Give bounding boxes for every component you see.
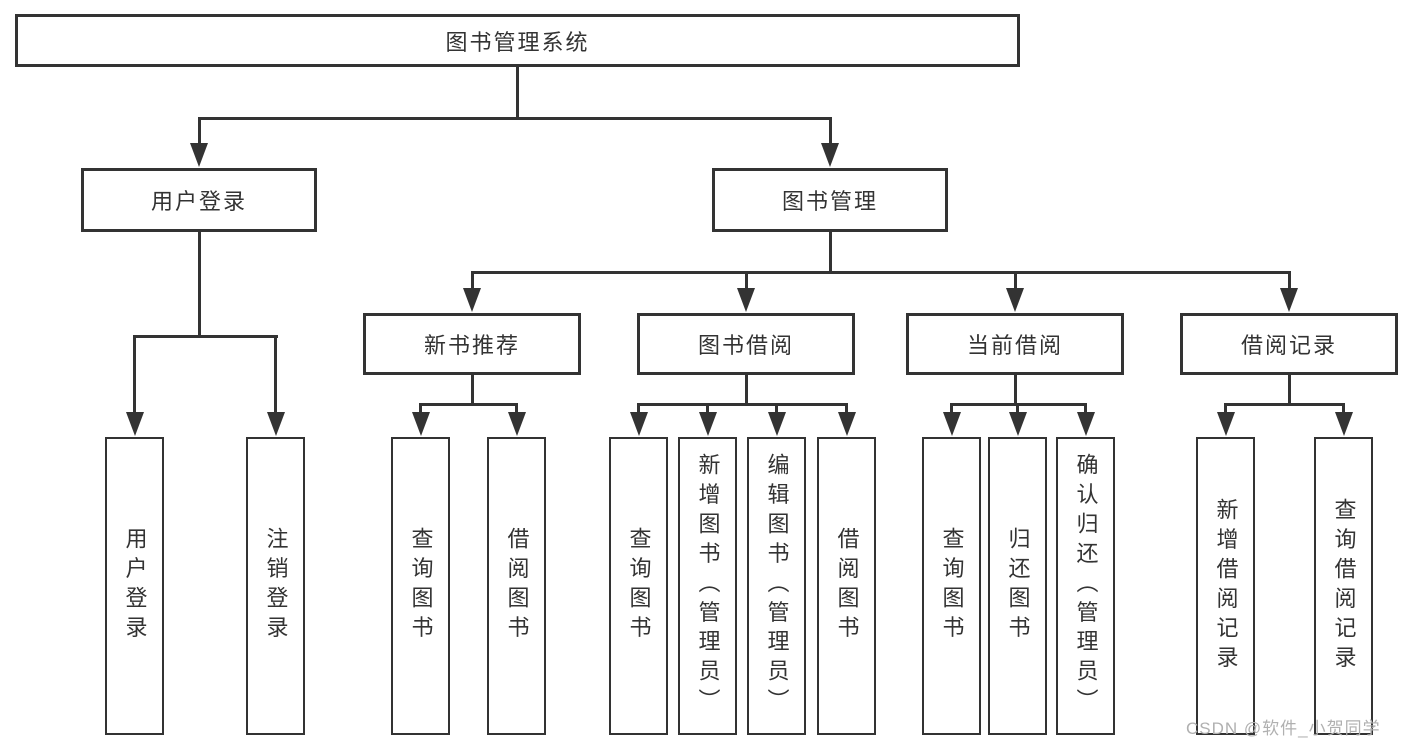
connector-line <box>471 375 474 405</box>
leaf-query-borrow-record: 查询借阅记录 <box>1314 437 1373 735</box>
arrowhead-down-icon <box>508 412 526 436</box>
arrowhead-down-icon <box>126 412 144 436</box>
connector-line <box>471 271 1291 274</box>
arrowhead-down-icon <box>630 412 648 436</box>
leaf-add-book-admin: 新增图书（管理员） <box>678 437 737 735</box>
connector-line <box>515 403 518 413</box>
leaf-return-books: 归还图书 <box>988 437 1047 735</box>
leaf-query-books: 查询图书 <box>391 437 450 735</box>
connector-line <box>198 232 201 338</box>
arrowhead-down-icon <box>1077 412 1095 436</box>
leaf-logout: 注销登录 <box>246 437 305 735</box>
connector-line <box>1016 403 1019 413</box>
arrowhead-down-icon <box>1217 412 1235 436</box>
leaf-edit-book-admin: 编辑图书（管理员） <box>747 437 806 735</box>
connector-line <box>745 375 748 405</box>
leaf-borrow-books: 借阅图书 <box>487 437 546 735</box>
connector-line <box>829 232 832 274</box>
arrowhead-down-icon <box>463 288 481 312</box>
leaf-add-borrow-record: 新增借阅记录 <box>1196 437 1255 735</box>
connector-line <box>829 117 832 145</box>
connector-line <box>419 403 518 406</box>
connector-line <box>471 271 474 289</box>
arrowhead-down-icon <box>821 143 839 167</box>
leaf-borrow-books: 借阅图书 <box>817 437 876 735</box>
connector-line <box>1084 403 1087 413</box>
connector-line <box>845 403 848 413</box>
connector-line <box>198 117 832 120</box>
node-borrowing-records: 借阅记录 <box>1180 313 1398 375</box>
watermark-csdn: CSDN @软件_小贺同学 <box>1186 719 1381 738</box>
connector-line <box>516 67 519 119</box>
connector-line <box>1342 403 1345 413</box>
arrowhead-down-icon <box>737 288 755 312</box>
connector-line <box>706 403 709 413</box>
connector-line <box>637 403 848 406</box>
connector-line <box>1224 403 1227 413</box>
arrowhead-down-icon <box>838 412 856 436</box>
connector-line <box>1224 403 1345 406</box>
connector-line <box>133 335 278 338</box>
arrowhead-down-icon <box>190 143 208 167</box>
node-library-management-system: 图书管理系统 <box>15 14 1020 67</box>
connector-line <box>745 271 748 289</box>
node-user-login: 用户登录 <box>81 168 317 232</box>
node-book-borrowing: 图书借阅 <box>637 313 855 375</box>
connector-line <box>419 403 422 413</box>
arrowhead-down-icon <box>699 412 717 436</box>
leaf-user-login: 用户登录 <box>105 437 164 735</box>
arrowhead-down-icon <box>267 412 285 436</box>
connector-line <box>950 403 953 413</box>
arrowhead-down-icon <box>1006 288 1024 312</box>
arrowhead-down-icon <box>943 412 961 436</box>
leaf-query-books: 查询图书 <box>609 437 668 735</box>
arrowhead-down-icon <box>412 412 430 436</box>
connector-line <box>198 117 201 145</box>
connector-line <box>1014 375 1017 405</box>
leaf-confirm-return-admin: 确认归还（管理员） <box>1056 437 1115 735</box>
connector-line <box>1288 271 1291 289</box>
arrowhead-down-icon <box>1335 412 1353 436</box>
connector-line <box>1014 271 1017 289</box>
arrowhead-down-icon <box>768 412 786 436</box>
connector-line <box>1288 375 1291 405</box>
node-current-borrowing: 当前借阅 <box>906 313 1124 375</box>
connector-line <box>637 403 640 413</box>
arrowhead-down-icon <box>1280 288 1298 312</box>
connector-line <box>133 335 136 413</box>
arrowhead-down-icon <box>1009 412 1027 436</box>
node-new-book-recommendation: 新书推荐 <box>363 313 581 375</box>
connector-line <box>274 335 277 413</box>
connector-line <box>775 403 778 413</box>
leaf-query-books: 查询图书 <box>922 437 981 735</box>
node-book-management: 图书管理 <box>712 168 948 232</box>
